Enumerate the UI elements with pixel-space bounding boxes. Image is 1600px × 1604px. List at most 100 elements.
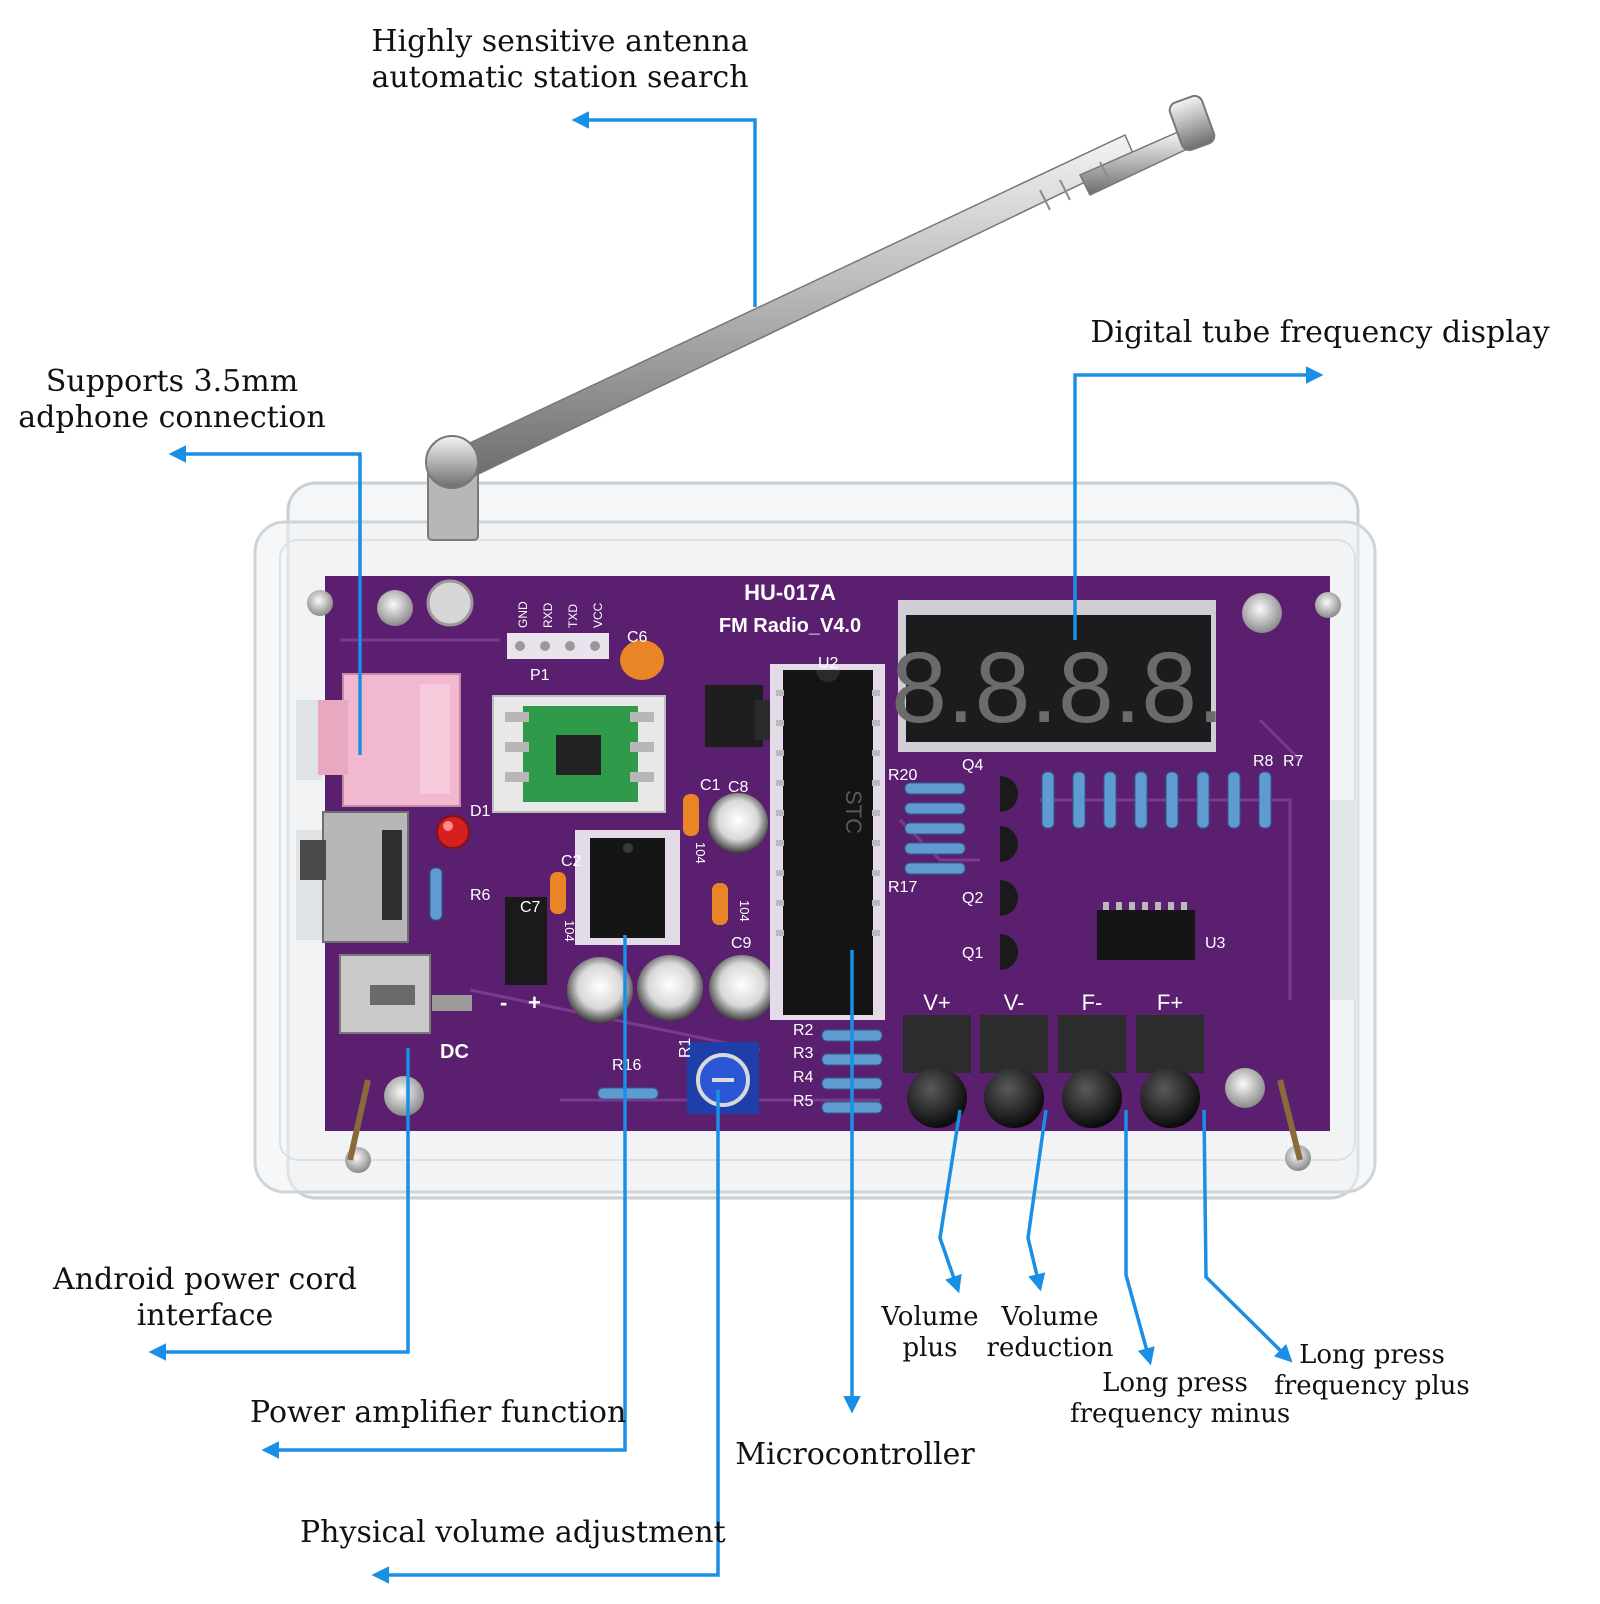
display-digits: 8.8.8.8. — [891, 632, 1225, 744]
resistors — [429, 771, 1272, 1114]
button-label-v-plus: V+ — [923, 990, 951, 1015]
arrow-volume-reduction — [1026, 1109, 1048, 1292]
silk-c9: C9 — [731, 935, 752, 952]
red-led — [436, 815, 470, 849]
silk-p1: P1 — [530, 667, 550, 684]
label-volume-plus-line-1: Volume — [881, 1302, 979, 1332]
arrow-antenna — [571, 111, 757, 307]
volume-potentiometer — [687, 1042, 759, 1114]
silk-u3: U3 — [1205, 935, 1226, 952]
callout-arrows — [148, 111, 1324, 1584]
silk-c2: C2 — [561, 853, 582, 870]
silk-r6: R6 — [470, 887, 491, 904]
push-buttons — [903, 1015, 1204, 1128]
board-model: HU-017A — [744, 580, 836, 605]
voltage-regulator — [705, 685, 773, 747]
board-name: FM Radio_V4.0 — [719, 615, 861, 637]
label-volume-reduction-line-1: Volume — [1001, 1302, 1099, 1332]
label-headphone-line-2: adphone connection — [18, 400, 326, 435]
label-physical-volume: Physical volume adjustment — [300, 1515, 726, 1551]
label-volume-plus: Volume plus — [875, 1302, 985, 1364]
amplifier-chip — [575, 830, 680, 945]
label-volume-plus-line-2: plus — [902, 1333, 958, 1363]
silk-r2: R2 — [793, 1022, 814, 1039]
label-freq-plus: Long press frequency plus — [1272, 1340, 1472, 1402]
silk-rxd: RXD — [541, 602, 555, 628]
label-power-cord-line-2: interface — [136, 1298, 274, 1333]
silk-q4: Q4 — [962, 757, 983, 774]
arrow-display — [1073, 366, 1324, 640]
silk-minus: - — [500, 990, 507, 1015]
label-amplifier: Power amplifier function — [250, 1395, 627, 1431]
label-power-cord-line-1: Android power cord — [53, 1262, 357, 1297]
label-microcontroller: Microcontroller — [735, 1437, 975, 1473]
ceramic-capacitors — [550, 640, 728, 925]
silk-c6: C6 — [627, 629, 648, 646]
silk-q1: Q1 — [962, 945, 983, 962]
silk-q2: Q2 — [962, 890, 983, 907]
chip-brand: STC — [841, 790, 866, 834]
power-switch — [300, 811, 409, 943]
silk-r1: R1 — [677, 1037, 694, 1058]
telescopic-antenna — [425, 94, 1216, 541]
label-volume-reduction-line-2: reduction — [986, 1333, 1114, 1363]
silk-d1: D1 — [470, 803, 491, 820]
silk-gnd: GND — [516, 601, 530, 628]
driver-chip — [1097, 902, 1195, 960]
label-headphone-line-1: Supports 3.5mm — [45, 364, 299, 399]
silk-c8: C8 — [728, 779, 749, 796]
silk-plus: + — [528, 990, 541, 1015]
silk-c7: C7 — [520, 899, 541, 916]
silk-dc: DC — [440, 1041, 469, 1063]
arrow-amplifier — [261, 935, 627, 1459]
label-microcontroller-line-1: Microcontroller — [735, 1437, 975, 1472]
silk-r5: R5 — [793, 1093, 814, 1110]
label-display-line-1: Digital tube frequency display — [1090, 315, 1550, 350]
label-freq-minus-line-2: frequency minus — [1070, 1399, 1291, 1429]
silk-r8: R8 — [1253, 753, 1274, 770]
arrow-headphone — [168, 445, 362, 755]
silk-u2: U2 — [818, 655, 839, 672]
arrow-freq-plus — [1202, 1109, 1293, 1363]
arrow-freq-minus — [1124, 1110, 1155, 1366]
silk-cap-3: 104 — [737, 900, 752, 922]
button-label-f-minus: F- — [1082, 990, 1103, 1015]
label-volume-reduction: Volume reduction — [975, 1302, 1125, 1364]
microcontroller-chip — [770, 664, 885, 1020]
silk-r17: R17 — [888, 879, 917, 896]
electrolytic-capacitors — [505, 793, 775, 1023]
label-freq-plus-line-2: frequency plus — [1274, 1371, 1470, 1401]
arrow-volume-plus — [938, 1109, 962, 1294]
button-label-f-plus: F+ — [1157, 990, 1183, 1015]
silkscreen: HU-017A FM Radio_V4.0 P1 GND RXD TXD VCC… — [440, 580, 1304, 1110]
silk-cap-1: 104 — [693, 842, 708, 864]
silk-r7: R7 — [1283, 753, 1304, 770]
label-freq-plus-line-1: Long press — [1299, 1340, 1445, 1370]
dc-power-port — [339, 954, 472, 1034]
label-antenna-line-1: Highly sensitive antenna — [371, 24, 749, 59]
silk-r4: R4 — [793, 1069, 814, 1086]
silk-r3: R3 — [793, 1045, 814, 1062]
label-headphone: Supports 3.5mm adphone connection — [12, 364, 332, 436]
frequency-display — [898, 600, 1216, 752]
headphone-jack — [318, 673, 461, 807]
silk-r20: R20 — [888, 767, 917, 784]
label-amplifier-line-1: Power amplifier function — [250, 1395, 627, 1430]
silk-vcc: VCC — [591, 602, 605, 628]
label-freq-minus: Long press frequency minus — [1070, 1368, 1291, 1430]
button-label-v-minus: V- — [1004, 990, 1025, 1015]
silk-c1: C1 — [700, 777, 721, 794]
label-display: Digital tube frequency display — [1080, 315, 1560, 351]
silk-cap-2: 104 — [562, 920, 577, 942]
serial-header — [507, 633, 609, 659]
fm-module — [492, 695, 666, 813]
arrow-power-cord — [148, 1048, 410, 1361]
corner-screws — [307, 579, 1341, 1173]
label-antenna: Highly sensitive antenna automatic stati… — [340, 24, 780, 96]
label-antenna-line-2: automatic station search — [371, 60, 749, 95]
label-power-cord: Android power cord interface — [40, 1262, 370, 1334]
arrow-physical-volume — [371, 1090, 720, 1584]
transistors — [1000, 776, 1018, 970]
